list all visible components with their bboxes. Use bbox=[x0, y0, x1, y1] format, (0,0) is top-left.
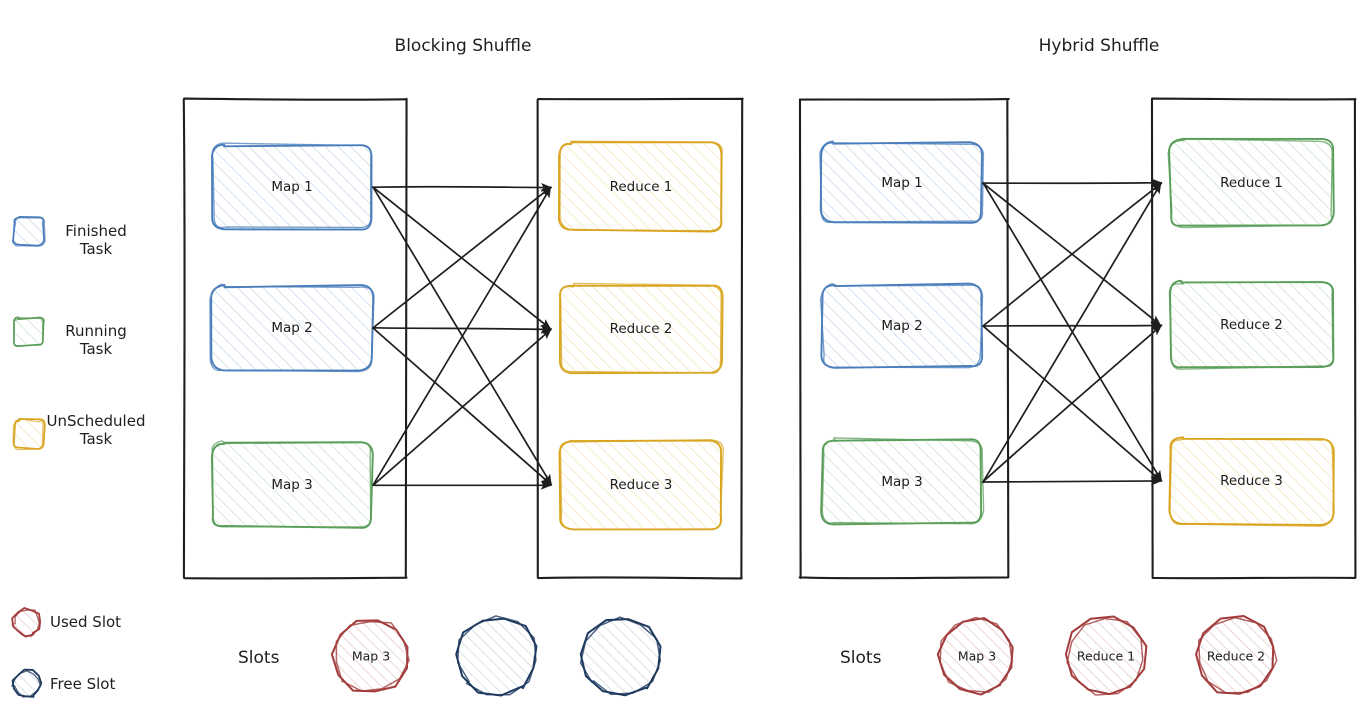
task-node-blocking-shuffle-map-2[interactable] bbox=[209, 283, 375, 373]
legend-slot-label-used: Used Slot bbox=[50, 613, 122, 631]
shuffle-edge-blocking-shuffle-map1-reduce3 bbox=[372, 186, 553, 486]
slot-circle-blocking-shuffle-1[interactable] bbox=[330, 619, 410, 693]
task-node-blocking-shuffle-reduce-3[interactable] bbox=[558, 439, 724, 531]
task-node-hybrid-shuffle-map-3[interactable] bbox=[820, 437, 985, 526]
shuffle-edge-blocking-shuffle-map1-reduce1 bbox=[372, 182, 553, 192]
slots-label-hybrid-shuffle: Slots bbox=[840, 648, 882, 668]
shuffle-edge-hybrid-shuffle-map3-reduce3 bbox=[982, 476, 1162, 486]
shuffle-edge-hybrid-shuffle-map1-reduce1 bbox=[982, 178, 1163, 188]
slot-circle-hybrid-shuffle-3[interactable] bbox=[1195, 615, 1278, 696]
legend-label-running: Running Task bbox=[65, 322, 127, 359]
legend-swatch-finished bbox=[11, 216, 46, 247]
task-node-blocking-shuffle-reduce-1[interactable] bbox=[557, 140, 723, 233]
legend-slot-swatch-used bbox=[11, 607, 42, 638]
slot-circle-hybrid-shuffle-2[interactable] bbox=[1064, 615, 1148, 697]
shuffle-edge-blocking-shuffle-map3-reduce2 bbox=[372, 328, 552, 487]
legend-slot-swatch-free bbox=[11, 668, 43, 698]
task-node-hybrid-shuffle-map-1[interactable] bbox=[819, 140, 985, 224]
task-node-hybrid-shuffle-reduce-3[interactable] bbox=[1168, 436, 1335, 527]
shuffle-edge-hybrid-shuffle-map3-reduce1 bbox=[982, 182, 1162, 484]
task-node-hybrid-shuffle-map-2[interactable] bbox=[819, 282, 984, 369]
shuffle-edge-blocking-shuffle-map2-reduce3 bbox=[372, 327, 552, 486]
panel-title-blocking-shuffle: Blocking Shuffle bbox=[394, 36, 532, 56]
legend-slot-label-free: Free Slot bbox=[50, 675, 116, 693]
shuffle-edge-hybrid-shuffle-map1-reduce3 bbox=[982, 182, 1163, 482]
slot-circle-hybrid-shuffle-1[interactable] bbox=[936, 616, 1015, 696]
shuffle-edge-blocking-shuffle-map1-reduce2 bbox=[372, 186, 552, 330]
reduce-stage-container-blocking-shuffle bbox=[536, 97, 744, 580]
shuffle-edge-hybrid-shuffle-map1-reduce2 bbox=[981, 182, 1162, 327]
task-node-blocking-shuffle-map-1[interactable] bbox=[211, 142, 373, 231]
legend-label-unscheduled: UnScheduled Task bbox=[46, 412, 146, 449]
shuffle-edge-blocking-shuffle-map2-reduce2 bbox=[372, 324, 552, 334]
slot-circle-blocking-shuffle-2[interactable] bbox=[455, 615, 538, 697]
legend-label-finished: Finished Task bbox=[65, 222, 127, 259]
shuffle-edge-hybrid-shuffle-map2-reduce1 bbox=[982, 182, 1163, 327]
shuffle-edge-hybrid-shuffle-map2-reduce2 bbox=[982, 321, 1163, 331]
panel-title-hybrid-shuffle: Hybrid Shuffle bbox=[1038, 36, 1160, 56]
map-stage-container-blocking-shuffle bbox=[182, 97, 408, 580]
slots-label-blocking-shuffle: Slots bbox=[238, 648, 280, 668]
slot-circle-blocking-shuffle-3[interactable] bbox=[579, 616, 662, 697]
reduce-stage-container-hybrid-shuffle bbox=[1150, 97, 1357, 580]
shuffle-edge-blocking-shuffle-map2-reduce1 bbox=[371, 186, 552, 330]
shuffle-edge-hybrid-shuffle-map3-reduce2 bbox=[981, 324, 1163, 484]
task-node-hybrid-shuffle-reduce-1[interactable] bbox=[1167, 137, 1335, 229]
legend-swatch-running bbox=[13, 316, 45, 347]
legend-swatch-unscheduled bbox=[12, 418, 46, 451]
task-node-hybrid-shuffle-reduce-2[interactable] bbox=[1168, 279, 1335, 370]
task-node-blocking-shuffle-map-3[interactable] bbox=[210, 440, 374, 529]
task-node-blocking-shuffle-reduce-2[interactable] bbox=[558, 282, 724, 375]
map-stage-container-hybrid-shuffle bbox=[798, 98, 1010, 580]
shuffle-edge-hybrid-shuffle-map2-reduce3 bbox=[982, 325, 1162, 482]
shuffle-edge-blocking-shuffle-map3-reduce1 bbox=[372, 186, 552, 486]
